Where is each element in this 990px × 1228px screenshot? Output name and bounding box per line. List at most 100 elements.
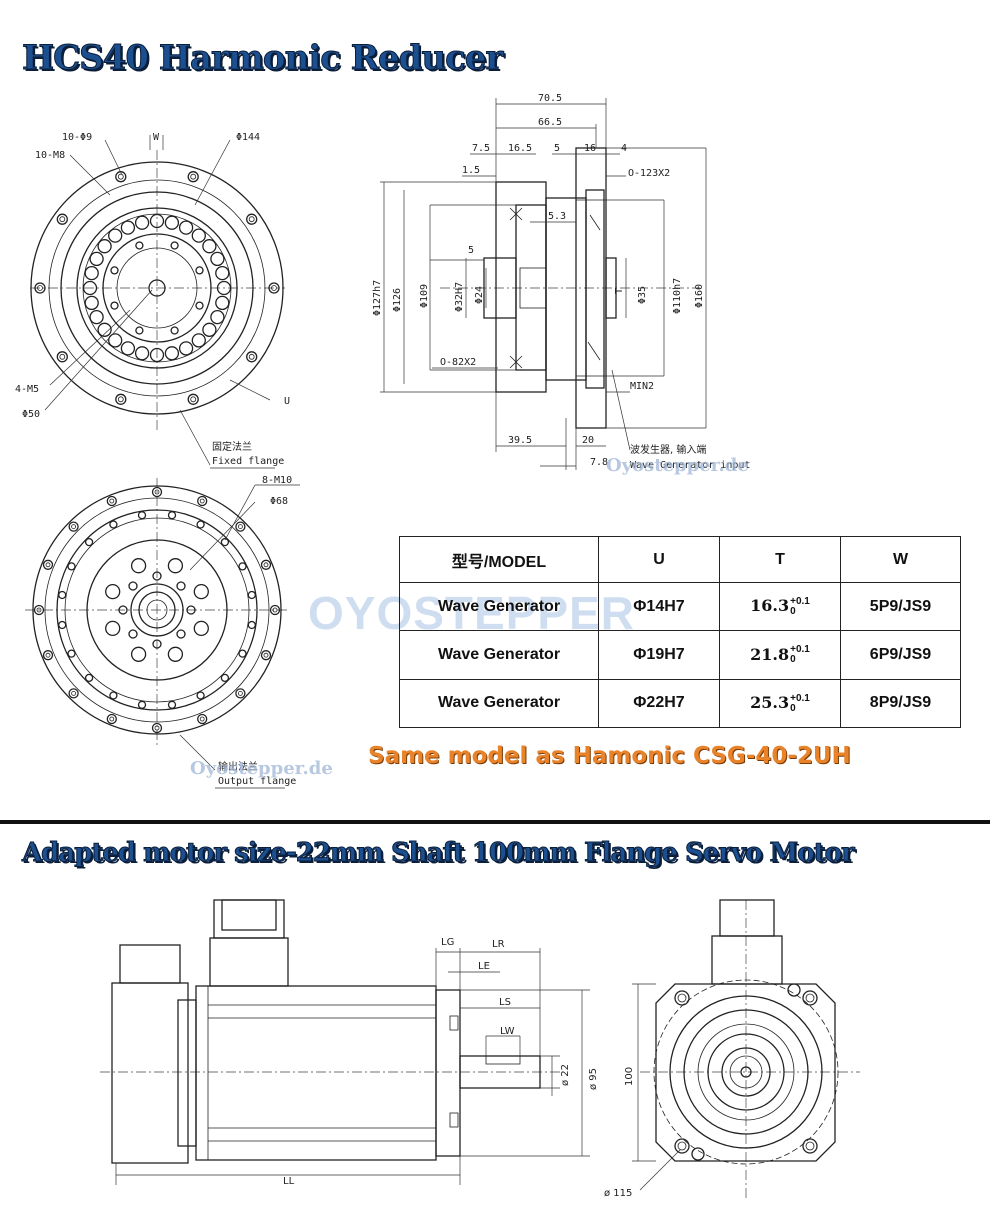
- output-small-hole: [84, 673, 94, 683]
- output-small-hole: [109, 520, 118, 529]
- output-hole: [260, 559, 272, 570]
- flange-hole-inner: [271, 285, 277, 291]
- bearing-ball: [120, 220, 136, 235]
- cell-t-value: 21.8: [750, 644, 790, 664]
- dia-24-label: Φ24: [474, 286, 485, 304]
- u-label: U: [284, 396, 290, 407]
- output-small-hole: [84, 537, 94, 547]
- min2-label: MIN2: [630, 381, 654, 392]
- flange-hole: [56, 213, 68, 225]
- output-inner-hole: [167, 646, 184, 662]
- dia-160-label: Φ160: [694, 284, 705, 308]
- dia-95-label: ø 95: [588, 1068, 599, 1090]
- inner-hole: [110, 301, 119, 310]
- output-pin-hole: [128, 629, 138, 639]
- flange-hole-inner: [190, 173, 197, 180]
- flange-hole: [115, 393, 127, 405]
- dia-127-label: Φ127h7: [372, 280, 383, 316]
- output-small-hole: [220, 673, 230, 683]
- output-hole: [68, 688, 79, 699]
- fixed-flange-cn: 固定法兰: [212, 440, 252, 453]
- inner-hole: [110, 266, 119, 275]
- wave-gen-cn: 波发生器, 输入端: [630, 443, 706, 456]
- flange-hole-inner: [117, 173, 124, 180]
- output-small-hole: [58, 620, 67, 630]
- cell-u: Φ19H7: [598, 630, 720, 680]
- lg-label: LG: [441, 937, 454, 948]
- dia-32-label: Φ32H7: [454, 282, 465, 312]
- output-hole-inner: [199, 498, 205, 504]
- cell-u: Φ14H7: [598, 581, 720, 632]
- output-pin-hole: [176, 581, 186, 591]
- output-inner-hole: [130, 646, 147, 662]
- servo-motor-side-view: LG LR LE LS LW ø 22 ø 95 LL: [100, 899, 599, 1187]
- bearing-ball: [134, 215, 150, 230]
- flange-hole-inner: [190, 396, 197, 403]
- flange-hole: [268, 282, 280, 294]
- output-small-hole: [109, 691, 118, 700]
- bearing-ball: [82, 280, 98, 296]
- dim-5-top: 5: [554, 143, 560, 154]
- wave-gen-en: Wave Generator input: [630, 460, 750, 471]
- bearing-ball: [164, 215, 180, 230]
- cell-t-value: 16.3: [750, 596, 790, 616]
- output-hole-inner: [272, 607, 278, 613]
- output-hole-inner: [109, 498, 115, 504]
- flange-hole-inner: [248, 216, 255, 223]
- output-bolt-holes: [33, 486, 281, 734]
- tol-upper: +0.1: [790, 596, 810, 608]
- bearing-ball: [149, 347, 165, 363]
- bearing-ball: [84, 295, 99, 311]
- output-hole-inner: [263, 652, 269, 658]
- tol-upper: +0.1: [790, 692, 810, 704]
- flange-hole: [187, 393, 199, 405]
- dia-68-label: Φ68: [270, 496, 288, 507]
- output-hole-inner: [154, 489, 160, 495]
- bearing-ball: [210, 251, 225, 267]
- output-hole-inner: [45, 562, 51, 568]
- output-inner-hole: [105, 583, 121, 600]
- output-hole-inner: [71, 691, 76, 696]
- output-hole: [42, 650, 54, 661]
- output-hole: [151, 486, 163, 498]
- inner-holes: [110, 241, 204, 335]
- dim-16-5: 16.5: [508, 143, 532, 154]
- output-inner-hole: [130, 558, 147, 574]
- bearing-ball: [89, 309, 104, 325]
- bearing-ball: [191, 228, 206, 243]
- cell-w: 5P9/JS9: [840, 581, 961, 632]
- output-pin-hole: [186, 605, 196, 615]
- bearing-ball: [191, 333, 206, 348]
- bearing-ball: [149, 213, 165, 229]
- output-hole-inner: [237, 524, 243, 529]
- dim-5-3: 5.3: [548, 211, 566, 222]
- output-hole: [235, 688, 246, 699]
- inner-hole: [135, 241, 144, 250]
- output-hole: [42, 559, 54, 570]
- fixed-flange-front-view: 10-Φ9 10-M8 W Φ144 4-M5 Φ50 U 固定法兰 Fixed…: [15, 132, 290, 469]
- dim-39-5: 39.5: [508, 435, 532, 446]
- dim-20: 20: [582, 435, 594, 446]
- dim-16: 16: [584, 143, 596, 154]
- output-hole: [197, 495, 208, 507]
- holes-10-m8: 10-M8: [35, 150, 65, 161]
- output-hole: [151, 722, 163, 734]
- output-pin-hole: [176, 629, 186, 639]
- output-small-hole: [167, 700, 177, 709]
- output-hole: [106, 495, 117, 507]
- output-small-hole: [67, 562, 76, 571]
- holes-10-d9: 10-Φ9: [62, 132, 92, 143]
- inner-hole: [195, 301, 204, 310]
- servo-motor-front-view: 100 ø 115: [604, 899, 860, 1200]
- col-header-w: W: [840, 536, 961, 583]
- output-small-hole: [238, 562, 247, 571]
- cell-w: 6P9/JS9: [840, 630, 961, 680]
- output-small-hole: [196, 691, 205, 700]
- lw-label: LW: [500, 1026, 515, 1037]
- dia-22-label: ø 22: [560, 1064, 571, 1086]
- oring-bottom-label: O-82X2: [440, 357, 476, 368]
